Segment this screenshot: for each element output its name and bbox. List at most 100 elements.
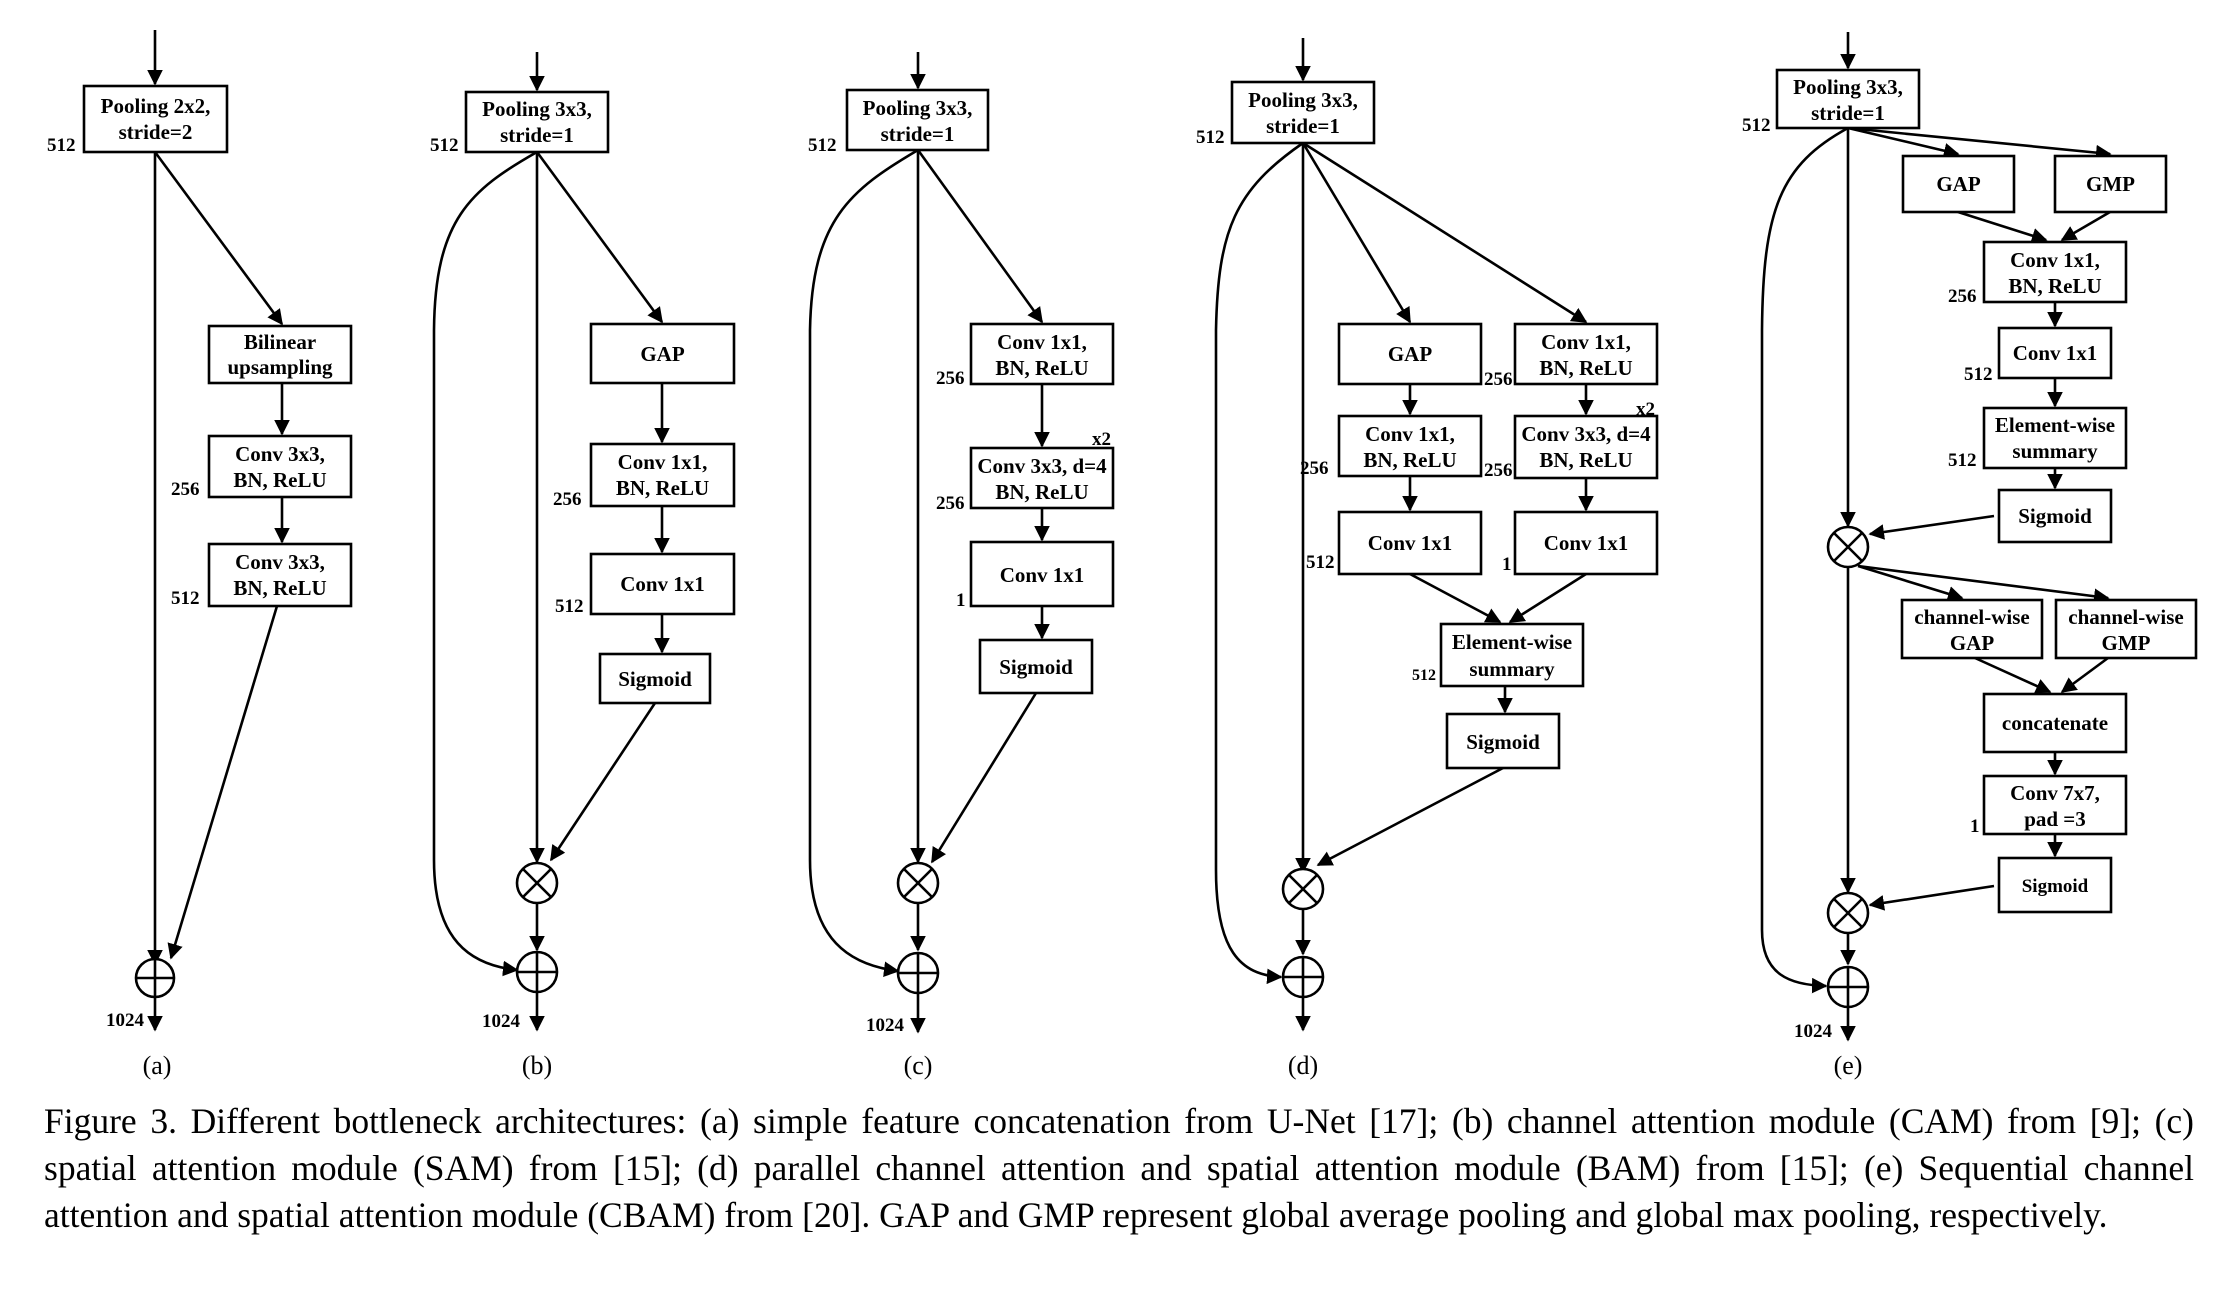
a-pooling-line1: Pooling 2x2, <box>101 94 211 118</box>
d-pooling-line2: stride=1 <box>1266 114 1340 138</box>
e-sigmoid1-block: Sigmoid <box>1997 488 2113 544</box>
d-dim-x2: x2 <box>1636 399 1655 420</box>
b-conv-line1: Conv 1x1, <box>618 450 708 474</box>
a-conv2-line2: BN, ReLU <box>233 576 326 600</box>
e-concatenate-block: concatenate <box>1982 692 2128 754</box>
e-sigmoid2-label: Sigmoid <box>2022 876 2089 897</box>
e-gmp-label: GMP <box>2086 172 2135 196</box>
e-dim-512: 512 <box>1742 115 1771 136</box>
c-conv3-label: Conv 1x1 <box>1000 563 1085 587</box>
e-gap-label: GAP <box>1936 172 1981 196</box>
d-sa-conv2-block: Conv 3x3, d=4 BN, ReLU <box>1513 414 1659 480</box>
subfigure-label-c: (c) <box>904 1051 933 1080</box>
a-dim-256: 256 <box>171 479 200 500</box>
d-summary-line1: Element-wise <box>1452 630 1572 654</box>
e-pooling-block: Pooling 3x3, stride=1 <box>1775 68 1921 130</box>
d-dim-1: 1 <box>1502 554 1512 575</box>
a-conv2-line1: Conv 3x3, <box>235 550 325 574</box>
subfigure-label-b: (b) <box>522 1051 552 1080</box>
a-dim-512b: 512 <box>171 588 200 609</box>
c-dim-512: 512 <box>808 135 837 156</box>
subfigure-e: Pooling 3x3, stride=1 GAP GMP Conv 1x1, … <box>1742 32 2198 1042</box>
b-dim-512b: 512 <box>555 596 584 617</box>
subfigure-b: Pooling 3x3, stride=1 GAP Conv 1x1, BN, … <box>430 52 736 1032</box>
c-sigmoid-label: Sigmoid <box>999 655 1073 679</box>
e-summary-block: Element-wise summary <box>1982 406 2128 470</box>
e-gmp-block: GMP <box>2053 154 2168 214</box>
e-dim-512b: 512 <box>1964 364 1993 385</box>
d-sa-conv3-label: Conv 1x1 <box>1544 531 1629 555</box>
d-dim-512b: 512 <box>1306 552 1335 573</box>
b-pooling-block: Pooling 3x3, stride=1 <box>464 90 610 154</box>
d-sigmoid-label: Sigmoid <box>1466 730 1540 754</box>
c-dim-256b: 256 <box>936 493 965 514</box>
e-dim-512c: 512 <box>1948 450 1977 471</box>
e-dim-256: 256 <box>1948 286 1977 307</box>
d-pooling-line1: Pooling 3x3, <box>1248 88 1358 112</box>
a-conv1-block: Conv 3x3, BN, ReLU <box>207 434 353 499</box>
b-dim-256: 256 <box>553 489 582 510</box>
e-cwgap-block: channel-wise GAP <box>1900 598 2044 660</box>
d-gap-label: GAP <box>1388 342 1433 366</box>
d-dim-512: 512 <box>1196 127 1225 148</box>
subfigure-a: Pooling 2x2, stride=2 Bilinear upsamplin… <box>47 30 353 1032</box>
e-cwgmp-line1: channel-wise <box>2068 605 2184 629</box>
e-conv1-block: Conv 1x1, BN, ReLU <box>1982 240 2128 304</box>
c-multiply-operator <box>896 861 940 905</box>
d-add-operator <box>1281 955 1325 999</box>
c-conv2-block: Conv 3x3, d=4 BN, ReLU <box>969 446 1115 510</box>
e-dim-1: 1 <box>1970 816 1980 837</box>
d-sa-conv3-block: Conv 1x1 <box>1513 510 1659 576</box>
e-pooling-line2: stride=1 <box>1811 101 1885 125</box>
b-dim-512: 512 <box>430 135 459 156</box>
e-sigmoid2-block: Sigmoid <box>1997 856 2113 914</box>
e-conv2-block: Conv 1x1 <box>1997 326 2113 380</box>
d-dim-256a: 256 <box>1300 458 1329 479</box>
e-cwgmp-line2: GMP <box>2102 631 2151 655</box>
subfigure-label-d: (d) <box>1288 1051 1318 1080</box>
b-sigmoid-block: Sigmoid <box>598 652 712 705</box>
e-dim-1024: 1024 <box>1794 1021 1833 1042</box>
subfigure-label-e: (e) <box>1834 1051 1863 1080</box>
c-conv2-line2: BN, ReLU <box>995 480 1088 504</box>
a-conv1-line2: BN, ReLU <box>233 468 326 492</box>
d-sa-conv1-line1: Conv 1x1, <box>1541 330 1631 354</box>
figure-caption: Figure 3. Different bottleneck architect… <box>44 1101 2194 1235</box>
c-conv2-line1: Conv 3x3, d=4 <box>977 454 1107 478</box>
a-add-operator <box>134 957 176 999</box>
b-pooling-line2: stride=1 <box>500 123 574 147</box>
d-sigmoid-block: Sigmoid <box>1445 712 1561 770</box>
c-conv3-block: Conv 1x1 <box>969 540 1115 608</box>
d-ca-conv1-line1: Conv 1x1, <box>1365 422 1455 446</box>
d-pooling-block: Pooling 3x3, stride=1 <box>1230 80 1376 145</box>
e-conv3-line2: pad =3 <box>2024 807 2086 831</box>
b-conv2-label: Conv 1x1 <box>620 572 705 596</box>
d-multiply-operator <box>1281 867 1325 911</box>
c-dim-1: 1 <box>956 590 966 611</box>
e-pooling-line1: Pooling 3x3, <box>1793 75 1903 99</box>
a-bilinear-line2: upsampling <box>227 355 333 379</box>
d-dim-256c: 256 <box>1484 460 1513 481</box>
b-add-operator <box>515 950 559 994</box>
d-ca-conv2-label: Conv 1x1 <box>1368 531 1453 555</box>
d-gap-block: GAP <box>1337 322 1483 386</box>
b-pooling-line1: Pooling 3x3, <box>482 97 592 121</box>
d-summary-line2: summary <box>1469 657 1555 681</box>
e-conv3-block: Conv 7x7, pad =3 <box>1982 774 2128 836</box>
b-gap-block: GAP <box>589 322 736 385</box>
c-dim-1024: 1024 <box>866 1015 905 1036</box>
e-sigmoid1-label: Sigmoid <box>2018 504 2092 528</box>
c-dim-256: 256 <box>936 368 965 389</box>
subfigure-c: Pooling 3x3, stride=1 Conv 1x1, BN, ReLU… <box>808 52 1115 1036</box>
c-dim-x2: x2 <box>1092 429 1111 450</box>
a-dim-512: 512 <box>47 135 76 156</box>
d-ca-conv1-block: Conv 1x1, BN, ReLU <box>1337 414 1483 478</box>
c-add-operator <box>896 951 940 995</box>
a-bilinear-line1: Bilinear <box>244 330 316 354</box>
c-sigmoid-block: Sigmoid <box>978 638 1094 695</box>
e-cwgap-line2: GAP <box>1950 631 1995 655</box>
c-pooling-block: Pooling 3x3, stride=1 <box>845 88 990 152</box>
a-pooling-block: Pooling 2x2, stride=2 <box>82 84 229 154</box>
d-sa-conv1-block: Conv 1x1, BN, ReLU <box>1513 322 1659 386</box>
d-ca-conv1-line2: BN, ReLU <box>1363 448 1456 472</box>
